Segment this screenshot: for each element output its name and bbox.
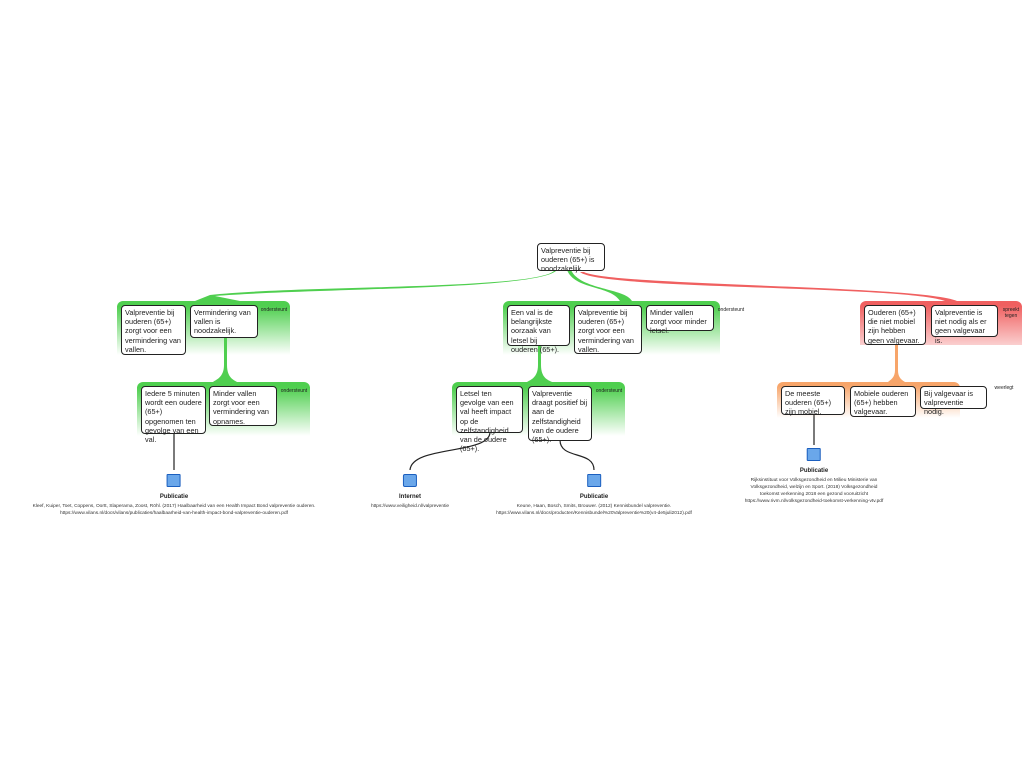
relation-label: ondersteunt: [595, 388, 623, 394]
book-icon: [586, 474, 601, 487]
relation-label: ondersteunt: [717, 307, 745, 313]
premise-box[interactable]: Minder vallen zorgt voor minder letsel.: [646, 305, 714, 335]
objection-box[interactable]: Valpreventie is niet nodig als er geen v…: [931, 305, 998, 345]
book-icon: [806, 448, 821, 461]
relation-label: ondersteunt: [280, 388, 308, 394]
source-reference: Keune, Haan, Bosch, Smits, Brouwer. (201…: [496, 504, 692, 516]
premise-box[interactable]: Valpreventie bij ouderen (65+) zorgt voo…: [574, 305, 642, 354]
premise-box[interactable]: Minder vallen zorgt voor een verminderin…: [209, 386, 277, 426]
rebuttal-box[interactable]: Mobiele ouderen (65+) hebben valgevaar.: [850, 386, 916, 417]
relation-label: ondersteunt: [260, 307, 288, 313]
source-reference: Rijksinstituut voor Volksgezondheid en M…: [744, 478, 884, 504]
source-publicatie-2[interactable]: Publicatie Keune, Haan, Bosch, Smits, Br…: [496, 474, 692, 517]
premise-box[interactable]: Letsel ten gevolge van een val heeft imp…: [456, 386, 523, 453]
globe-icon: [403, 474, 417, 487]
source-reference: https://www.veiligheid.nl/valpreventie: [370, 504, 450, 509]
source-type: Publicatie: [579, 494, 609, 500]
source-reference: Kleef, Kuiper, Toet, Coppens, Oortt, Sla…: [32, 504, 316, 516]
premise-box[interactable]: Valpreventie bij ouderen (65+) zorgt voo…: [121, 305, 186, 355]
premise-box[interactable]: Vermindering van vallen is noodzakelijk.: [190, 305, 258, 338]
source-publicatie-1[interactable]: Publicatie Kleef, Kuiper, Toet, Coppens,…: [32, 474, 316, 517]
root-claim[interactable]: Valpreventie bij ouderen (65+) is noodza…: [537, 243, 605, 273]
source-type: Publicatie: [159, 494, 189, 500]
rebuttal-box[interactable]: Bij valgevaar is valpreventie nodig.: [920, 386, 987, 416]
premise-box[interactable]: Een val is de belangrijkste oorzaak van …: [507, 305, 570, 354]
source-internet[interactable]: Internet https://www.veiligheid.nl/valpr…: [371, 474, 449, 510]
objection-box[interactable]: Ouderen (65+) die niet mobiel zijn hebbe…: [864, 305, 926, 345]
book-icon: [167, 474, 181, 487]
premise-box[interactable]: Valpreventie draagt positief bij aan de …: [528, 386, 592, 444]
relation-label: spreekt tegen: [1002, 307, 1020, 319]
source-publicatie-3[interactable]: Publicatie Rijksinstituut voor Volksgezo…: [744, 448, 884, 505]
relation-label: weerlegt: [994, 385, 1014, 391]
source-type: Publicatie: [799, 468, 829, 474]
rebuttal-box[interactable]: De meeste ouderen (65+) zijn mobiel.: [781, 386, 845, 416]
premise-box[interactable]: Iedere 5 minuten wordt een oudere (65+) …: [141, 386, 206, 444]
source-type: Internet: [398, 494, 421, 500]
